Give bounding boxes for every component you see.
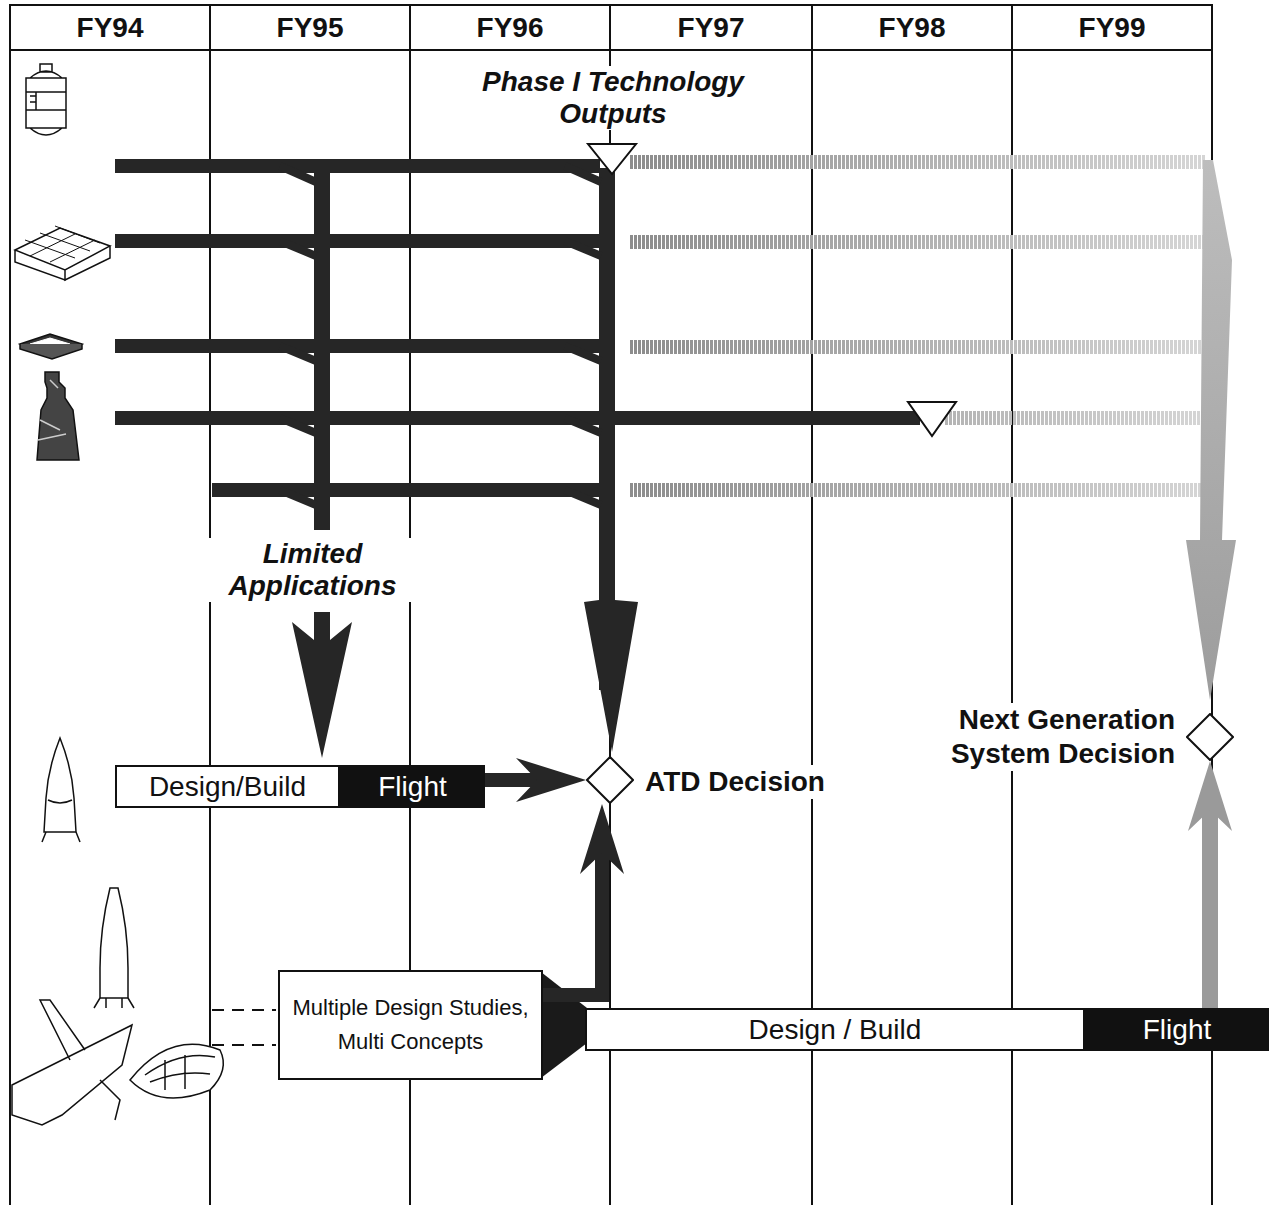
vehicle-icons-part — [94, 998, 134, 1008]
vehicle-icons-part — [100, 888, 128, 998]
fiscal-year: FY96 — [410, 8, 610, 48]
technology-lines-part — [115, 411, 920, 425]
box-text: Multiple Design Studies, Multi Concepts — [290, 991, 531, 1059]
arrow-label: Limited Applications — [205, 538, 420, 602]
gray-technology-lines-part — [630, 483, 1205, 497]
diamond-shape — [1187, 714, 1233, 760]
arrow-shaft — [543, 853, 602, 995]
down-arrows — [292, 600, 638, 758]
grid-part — [209, 5, 211, 1205]
arrow-head — [580, 804, 624, 874]
flight-bar: Flight — [1085, 1008, 1269, 1051]
technology-icons-part — [26, 64, 66, 135]
fiscal-year: FY94 — [10, 8, 210, 48]
flow-arrow — [543, 804, 624, 995]
diamond-outline — [586, 756, 634, 804]
vehicle-icons-part — [145, 1055, 215, 1090]
design-build-bar: Design/Build — [115, 765, 340, 808]
milestone-triangles-part — [908, 402, 956, 436]
down-arrows-part — [584, 600, 638, 752]
study-box: Multiple Design Studies, Multi Concepts — [278, 970, 543, 1080]
technology-lines-part — [565, 166, 601, 505]
box-text: Flight — [1143, 1013, 1211, 1046]
design-build-bar: Design / Build — [585, 1008, 1085, 1051]
flight-bar: Flight — [340, 765, 485, 808]
gray-technology-lines-part — [630, 155, 1205, 169]
fiscal-year: FY95 — [210, 8, 410, 48]
vehicle-icons-part — [44, 738, 76, 832]
technology-icons-part — [38, 380, 66, 440]
decision-label: ATD Decision — [642, 765, 828, 799]
decision-label: Next Generation System Decision — [922, 703, 1178, 771]
box-text: Flight — [378, 770, 446, 803]
arrow-shaft — [485, 773, 537, 787]
grid — [10, 5, 1212, 1205]
box-text: Design / Build — [749, 1013, 922, 1046]
fiscal-year: FY97 — [610, 8, 812, 48]
grid-part — [10, 5, 1212, 1205]
box-bar-wedge-part — [541, 972, 587, 1078]
technology-icons-part — [26, 92, 66, 110]
arrow-shaft — [1202, 810, 1218, 1008]
decision-diamond: ATD Decision — [586, 756, 634, 804]
gray-technology-lines-part — [630, 235, 1205, 249]
vehicle-icons-part — [12, 1000, 132, 1125]
milestone-triangles-part — [588, 144, 636, 174]
box-bar-wedge — [541, 972, 587, 1078]
technology-icons-part — [37, 372, 79, 460]
convergence-arrow — [1186, 160, 1236, 700]
arrow-head — [516, 758, 586, 802]
technology-icons-part — [25, 226, 100, 262]
technology-lines-part — [212, 483, 600, 497]
dashed-leaders-part — [212, 1044, 276, 1046]
technology-icons-part — [20, 344, 82, 359]
technology-lines-part — [314, 168, 330, 530]
technology-lines-part — [115, 234, 600, 248]
technology-lines-part — [115, 339, 600, 353]
diamond-outline — [1186, 713, 1234, 761]
fiscal-year: FY98 — [812, 8, 1012, 48]
vehicle-icons-part — [130, 1044, 223, 1098]
gray-technology-lines-part — [630, 340, 1205, 354]
diamond-shape — [587, 757, 633, 803]
vehicle-icons-part — [42, 800, 80, 842]
down-arrows-part — [292, 612, 352, 758]
technology-lines-part — [280, 166, 316, 505]
technology-lines — [115, 166, 920, 690]
arrow-head — [1188, 761, 1232, 831]
flow-arrow — [1188, 761, 1232, 1008]
box-text: Design/Build — [149, 770, 306, 803]
gray-technology-lines — [630, 162, 1205, 490]
fiscal-year: FY99 — [1012, 8, 1212, 48]
gray-technology-lines-part — [945, 411, 1205, 425]
convergence-arrow-part — [1186, 160, 1236, 700]
technology-icons — [15, 64, 110, 460]
dashed-leaders — [212, 1010, 276, 1045]
dashed-leaders-part — [212, 1009, 276, 1011]
milestone-triangles — [588, 144, 956, 436]
flow-arrow — [485, 758, 586, 802]
technology-lines-part — [115, 159, 600, 173]
milestone-label: Phase I Technology Outputs — [448, 66, 778, 130]
decision-diamond: Next Generation System Decision — [1186, 713, 1234, 761]
